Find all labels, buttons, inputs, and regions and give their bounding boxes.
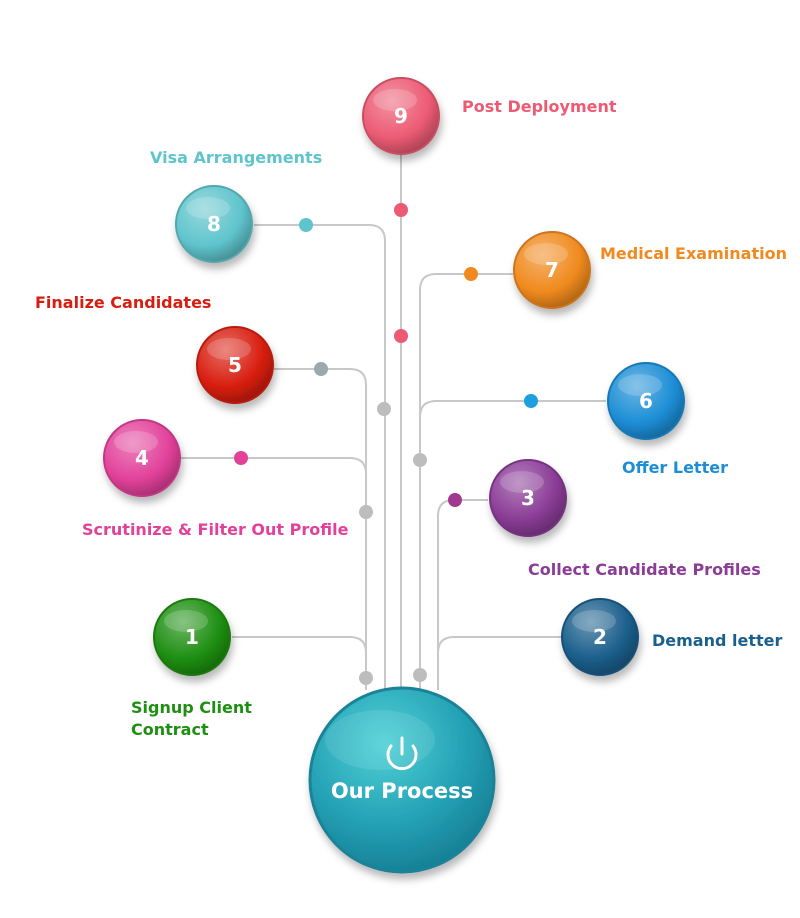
step-label: Post Deployment bbox=[462, 97, 617, 116]
hub-circle bbox=[308, 686, 496, 874]
dot-junction-left-3 bbox=[359, 671, 373, 685]
connector-dots bbox=[234, 203, 538, 685]
step-number: 4 bbox=[135, 446, 149, 470]
hub-title: Our Process bbox=[331, 779, 473, 803]
step-number: 9 bbox=[394, 104, 408, 128]
step-label: Finalize Candidates bbox=[35, 293, 211, 312]
dot-step-8 bbox=[299, 218, 313, 232]
step-circle bbox=[513, 231, 591, 309]
step-node-8: 8 Visa Arrangements bbox=[150, 148, 322, 263]
dot-step-6 bbox=[524, 394, 538, 408]
hub-highlight bbox=[325, 710, 435, 770]
dot-step-7 bbox=[464, 267, 478, 281]
step-label: Scrutinize & Filter Out Profile bbox=[82, 520, 349, 539]
hub-node: Our Process bbox=[308, 686, 496, 874]
step-highlight bbox=[524, 243, 568, 265]
step-number: 2 bbox=[593, 625, 607, 649]
step-highlight bbox=[500, 471, 544, 493]
step-node-9: 9 Post Deployment bbox=[362, 77, 617, 155]
step-node-2: 2 Demand letter bbox=[561, 598, 783, 676]
step-node-5: 5 Finalize Candidates bbox=[35, 293, 274, 404]
step-circle bbox=[153, 598, 231, 676]
step-label: Collect Candidate Profiles bbox=[528, 560, 761, 579]
step-number: 7 bbox=[545, 258, 559, 282]
step-highlight bbox=[572, 610, 616, 632]
step-highlight bbox=[618, 374, 662, 396]
step-highlight bbox=[186, 197, 230, 219]
connector-step-2 bbox=[437, 636, 562, 690]
step-highlight bbox=[373, 89, 417, 111]
dot-junction-left-1 bbox=[377, 402, 391, 416]
step-circle bbox=[489, 459, 567, 537]
step-label: Offer Letter bbox=[622, 458, 728, 477]
dot-junction-left-2 bbox=[359, 505, 373, 519]
step-label: Contract bbox=[131, 720, 209, 739]
step-label: Demand letter bbox=[652, 631, 783, 650]
dot-junction-right-3 bbox=[413, 668, 427, 682]
step-node-7: 7 Medical Examination bbox=[513, 231, 787, 309]
step-circle bbox=[362, 77, 440, 155]
connector-step-3 bbox=[437, 499, 488, 690]
dot-step-5 bbox=[314, 362, 328, 376]
step-highlight bbox=[207, 338, 251, 360]
step-number: 1 bbox=[185, 625, 199, 649]
connector-step-8 bbox=[254, 224, 386, 690]
connector-step-7 bbox=[419, 273, 513, 690]
step-label: Signup Client bbox=[131, 698, 252, 717]
connector-step-1 bbox=[232, 636, 367, 690]
step-label: Medical Examination bbox=[600, 244, 787, 263]
step-label: Visa Arrangements bbox=[150, 148, 322, 167]
step-circle bbox=[103, 419, 181, 497]
step-number: 3 bbox=[521, 486, 535, 510]
step-highlight bbox=[164, 610, 208, 632]
dot-step-4 bbox=[234, 451, 248, 465]
dot-step-9-upper bbox=[394, 203, 408, 217]
step-highlight bbox=[114, 431, 158, 453]
step-circle bbox=[607, 362, 685, 440]
dot-junction-right-1 bbox=[413, 453, 427, 467]
step-number: 6 bbox=[639, 389, 653, 413]
power-icon bbox=[386, 736, 418, 771]
connector-step-5 bbox=[274, 368, 367, 690]
step-circle bbox=[196, 326, 274, 404]
step-circle bbox=[561, 598, 639, 676]
step-number: 5 bbox=[228, 353, 242, 377]
step-circle bbox=[175, 185, 253, 263]
dot-step-3 bbox=[448, 493, 462, 507]
dot-step-9-lower bbox=[394, 329, 408, 343]
step-number: 8 bbox=[207, 212, 221, 236]
